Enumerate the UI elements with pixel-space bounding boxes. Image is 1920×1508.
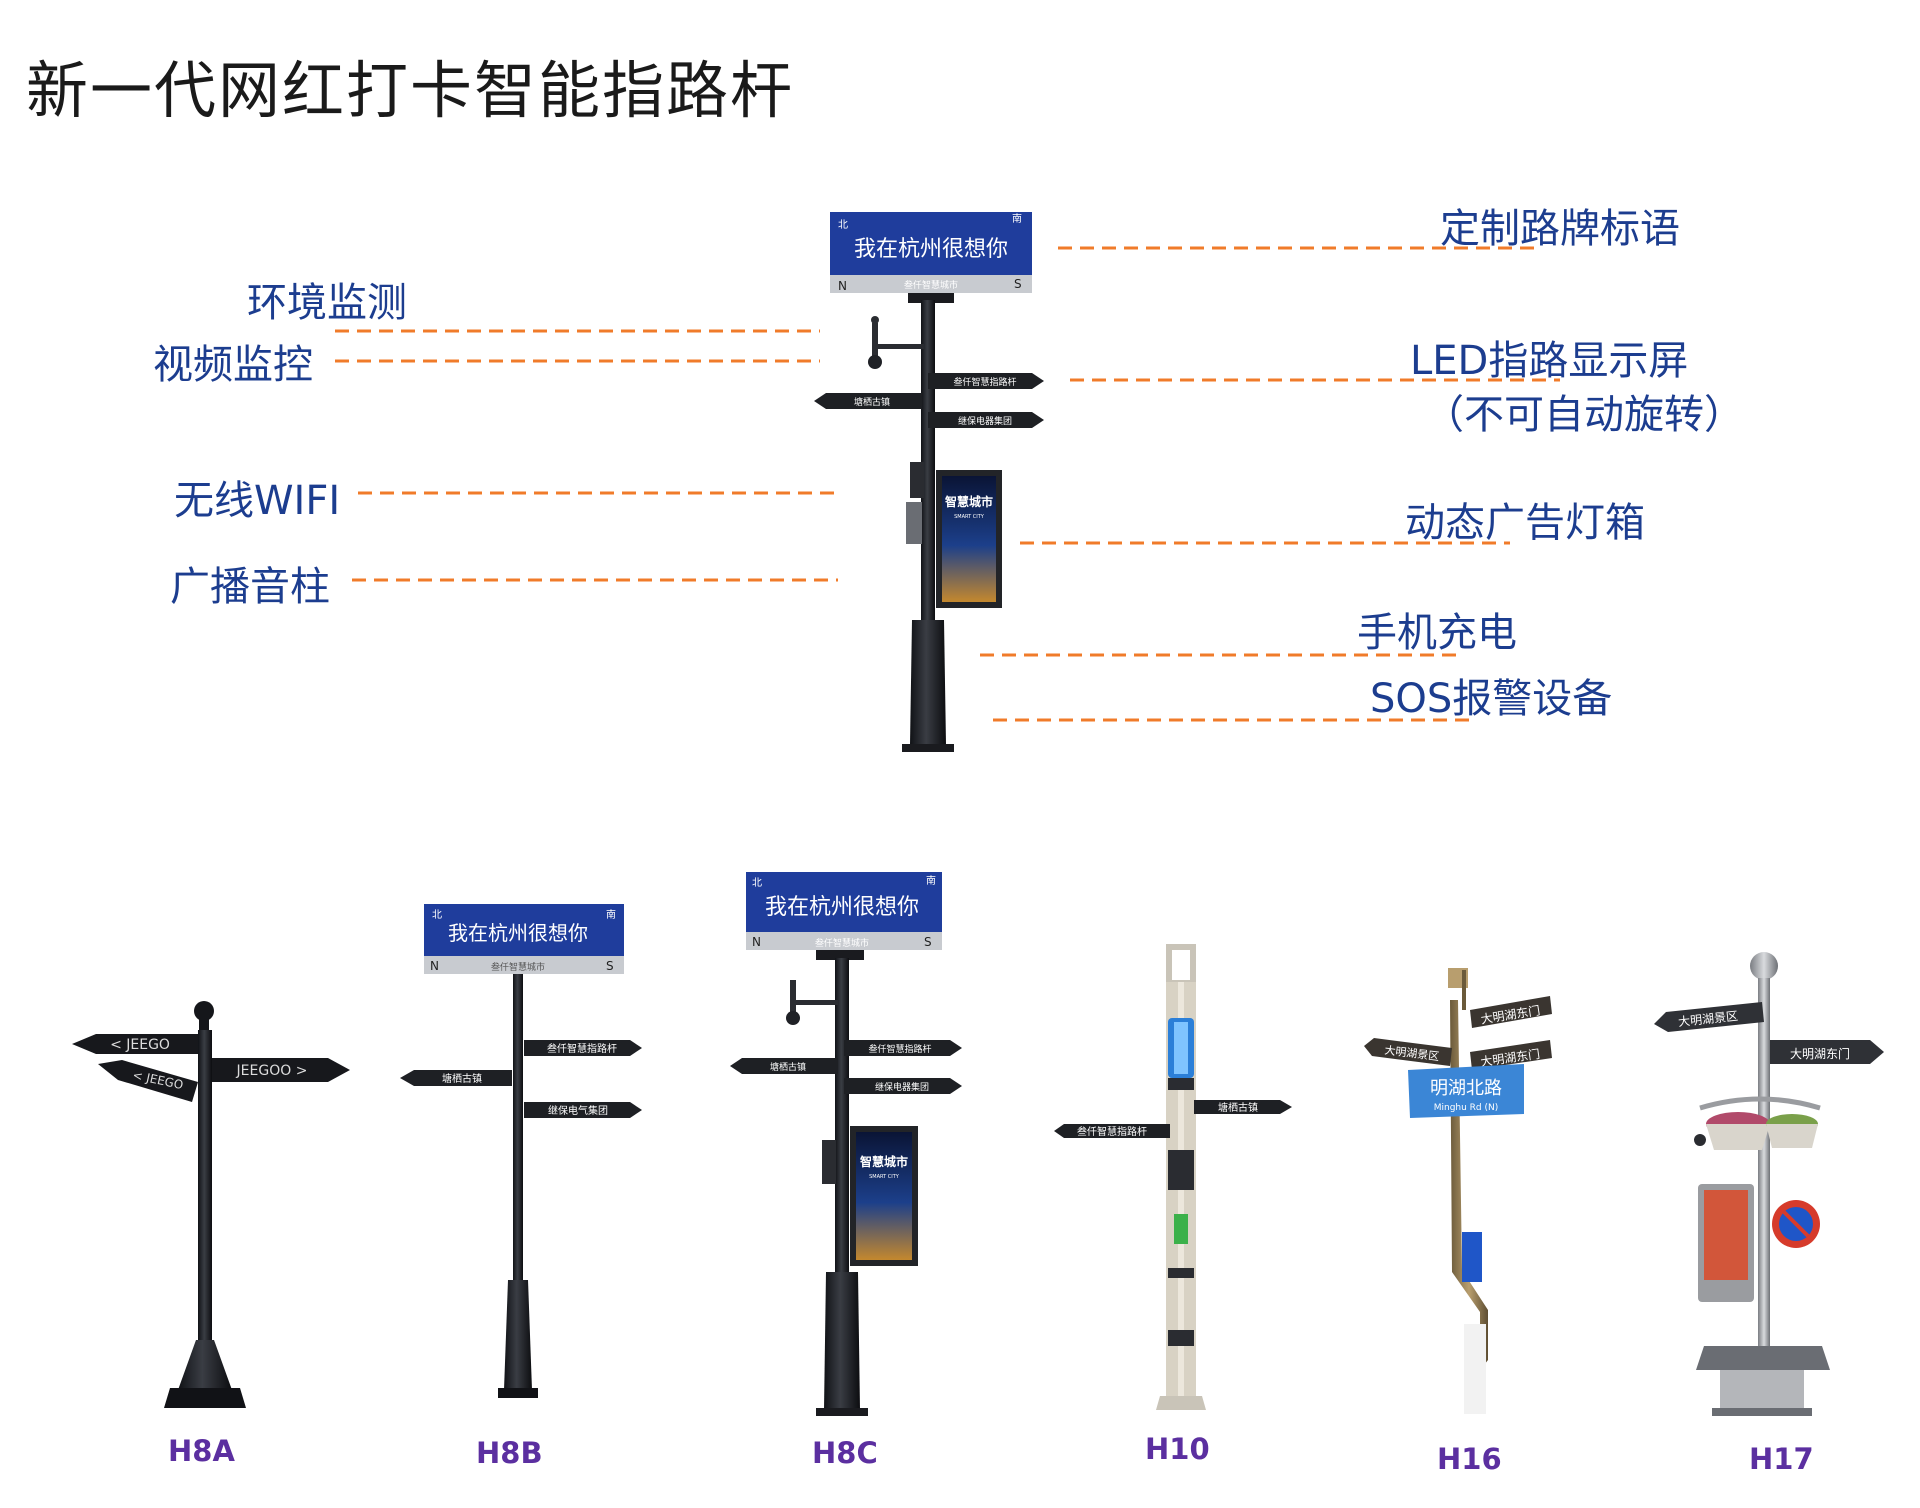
main-camera-icon xyxy=(868,355,882,369)
leader-lines xyxy=(335,246,1560,722)
h10-arrow-1: 叁仟智慧指路杆 xyxy=(1077,1125,1147,1138)
model-label-h8a: H8A xyxy=(168,1434,235,1468)
pole-h16: 大明湖东门 大明湖景区 大明湖东门 明湖北路 Minghu Rd (N) xyxy=(1364,968,1552,1414)
h8c-sign-text: 我在杭州很想你 xyxy=(765,895,919,920)
main-sign-text: 我在杭州很想你 xyxy=(854,237,1008,262)
pole-h8b: 北 南 我在杭州很想你 N S 叁仟智慧城市 叁仟智慧指路杆 塘栖古镇 继保电气… xyxy=(400,904,642,1398)
h8c-arrow-2: 塘栖古镇 xyxy=(770,1061,806,1073)
main-arrow-1: 叁仟智慧指路杆 xyxy=(953,376,1016,388)
main-arrow-3: 继保电器集团 xyxy=(958,415,1012,427)
h8b-sign-text: 我在杭州很想你 xyxy=(448,921,588,945)
h8b-sign-south: 南 xyxy=(606,908,616,921)
feature-sos: SOS报警设备 xyxy=(1370,676,1613,722)
h17-sign-2: 大明湖东门 xyxy=(1790,1046,1850,1061)
h10-arrow-2: 塘栖古镇 xyxy=(1218,1101,1258,1114)
main-lightbox-title: 智慧城市 xyxy=(944,494,993,509)
feature-broadcast: 广播音柱 xyxy=(170,564,330,610)
h8c-lightbox-title: 智慧城市 xyxy=(859,1154,908,1169)
main-sign-south-small: 南 xyxy=(1012,212,1022,225)
h8a-arrow-2: JEEGOO > xyxy=(236,1063,308,1079)
h8b-sign-n: N xyxy=(430,959,439,973)
feature-led-note: （不可自动旋转） xyxy=(1424,392,1744,438)
model-label-h8c: H8C xyxy=(812,1436,878,1470)
h16-road-sign-text: 明湖北路 xyxy=(1430,1078,1502,1099)
h8c-sign-north: 北 xyxy=(752,877,762,889)
feature-led-screen: LED指路显示屏 xyxy=(1410,338,1689,384)
page-title: 新一代网红打卡智能指路杆 xyxy=(26,54,795,127)
model-label-h17: H17 xyxy=(1749,1442,1814,1476)
pole-h8a: < JEEGO JEEGOO > < JEEGO xyxy=(72,1001,350,1408)
main-lightbox-screen xyxy=(942,476,996,602)
h8c-arrow-1: 叁仟智慧指路杆 xyxy=(868,1043,931,1055)
main-sign-north-small: 北 xyxy=(838,219,848,231)
model-label-h10: H10 xyxy=(1145,1432,1210,1466)
h8c-sign-south: 南 xyxy=(926,874,936,887)
h16-road-sign-en: Minghu Rd (N) xyxy=(1434,1103,1499,1113)
h16-info-panel xyxy=(1462,1232,1482,1282)
feature-wifi: 无线WIFI xyxy=(174,478,341,524)
feature-environment: 环境监测 xyxy=(247,280,407,326)
main-lightbox-sub: SMART CITY xyxy=(954,514,985,520)
h16-sign-2: 大明湖景区 xyxy=(1384,1043,1440,1064)
model-label-h8b: H8B xyxy=(476,1436,543,1470)
h16-road-sign xyxy=(1408,1064,1524,1118)
pole-h10: 叁仟智慧指路杆 塘栖古镇 xyxy=(1054,944,1292,1410)
feature-charging: 手机充电 xyxy=(1357,610,1517,656)
main-arrow-2: 塘栖古镇 xyxy=(854,396,890,408)
main-speaker xyxy=(910,462,924,498)
main-sign-n: N xyxy=(838,279,847,293)
h8b-sign-s: S xyxy=(606,959,614,973)
main-smart-pole: 北 南 我在杭州很想你 N S 叁仟智慧城市 叁仟智慧指路杆 塘栖古镇 继保电器… xyxy=(814,212,1044,752)
main-sign-s: S xyxy=(1014,277,1022,291)
model-label-h16: H16 xyxy=(1437,1442,1502,1476)
pole-h8c: 北 南 我在杭州很想你 N S 叁仟智慧城市 叁仟智慧指路杆 塘栖古镇 继保电器… xyxy=(730,872,962,1416)
h17-screen xyxy=(1704,1190,1748,1280)
h10-screen xyxy=(1174,1214,1188,1244)
h8b-sign-north: 北 xyxy=(432,909,442,921)
h8b-sign-sub: 叁仟智慧城市 xyxy=(491,961,545,973)
pole-h17: 大明湖景区 大明湖东门 xyxy=(1654,952,1884,1416)
h8c-sign-sub: 叁仟智慧城市 xyxy=(815,937,869,949)
h17-sign-1: 大明湖景区 xyxy=(1677,1008,1738,1029)
main-sign-board xyxy=(830,212,1032,278)
main-sign-strip xyxy=(830,275,1032,293)
h8c-lightbox-sub: SMART CITY xyxy=(869,1174,900,1180)
main-pole-base xyxy=(910,620,946,745)
h8c-lightbox-screen xyxy=(856,1132,912,1260)
main-pole-shaft xyxy=(921,300,935,670)
h8b-arrow-3: 继保电气集团 xyxy=(548,1104,608,1117)
main-sign-sub: 叁仟智慧城市 xyxy=(904,279,958,291)
h8b-arrow-2: 塘栖古镇 xyxy=(442,1072,482,1085)
feature-ad-box: 动态广告灯箱 xyxy=(1405,500,1645,546)
h8c-camera-icon xyxy=(786,1011,800,1025)
h8c-sign-n: N xyxy=(752,935,761,949)
h17-camera-icon xyxy=(1694,1134,1706,1146)
h8c-sign-s: S xyxy=(924,935,932,949)
feature-custom-sign: 定制路牌标语 xyxy=(1440,206,1680,252)
h8c-arrow-3: 继保电器集团 xyxy=(875,1081,929,1093)
h8a-arrow-1: < JEEGO xyxy=(110,1037,170,1053)
feature-video: 视频监控 xyxy=(153,342,313,388)
h8b-arrow-1: 叁仟智慧指路杆 xyxy=(547,1042,617,1055)
